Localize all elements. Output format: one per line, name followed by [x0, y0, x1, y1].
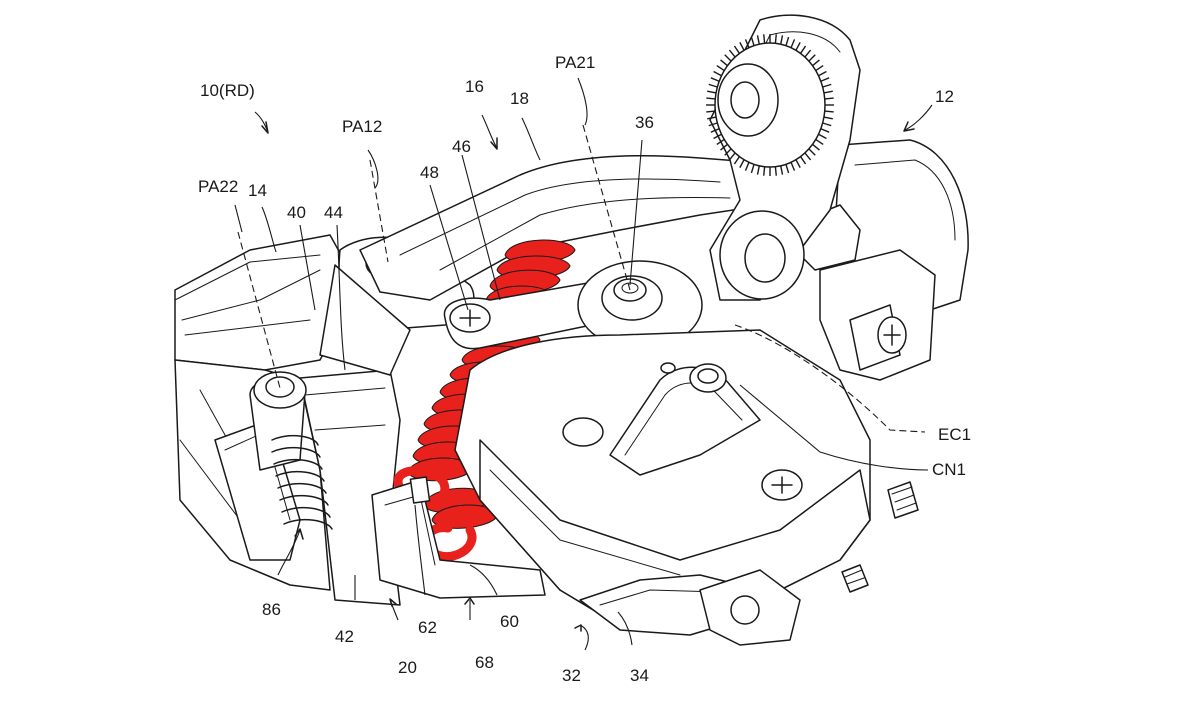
label-20: 20 [398, 658, 417, 677]
label-pa12: PA12 [342, 117, 382, 136]
label-46: 46 [452, 137, 471, 156]
label-68: 68 [475, 653, 494, 672]
label-48: 48 [420, 163, 439, 182]
gear-tooth [775, 34, 776, 43]
label-cn1: CN1 [932, 460, 966, 479]
gear-tooth [734, 46, 739, 53]
gear-tooth [707, 91, 716, 93]
label-pa21: PA21 [555, 53, 595, 72]
gear-tooth [706, 111, 715, 112]
label-16: 16 [465, 77, 484, 96]
gear-tooth [717, 66, 724, 71]
label-44: 44 [324, 203, 343, 222]
label-18: 18 [510, 89, 529, 108]
gear-tooth [729, 50, 735, 57]
label-32: 32 [562, 666, 581, 685]
label-pa22: PA22 [198, 177, 238, 196]
label-12: 12 [935, 87, 954, 106]
gear-tooth [709, 84, 718, 87]
gear-tooth [764, 167, 765, 176]
label-62: 62 [418, 618, 437, 637]
label-60: 60 [500, 612, 519, 631]
gear-tooth [721, 60, 728, 66]
gear-tooth [706, 98, 715, 99]
label-40: 40 [287, 203, 306, 222]
gear-tooth [725, 55, 731, 61]
label-36: 36 [635, 113, 654, 132]
pin-pa22 [250, 372, 306, 470]
gear-tooth [714, 72, 722, 76]
label-10rd: 10(RD) [200, 81, 255, 100]
gear-tooth [775, 167, 776, 176]
label-34: 34 [630, 666, 649, 685]
gear-tooth [740, 42, 744, 50]
gear-tooth [825, 98, 834, 99]
label-42: 42 [335, 627, 354, 646]
gear-tooth [711, 78, 719, 81]
label-14: 14 [248, 181, 267, 200]
gear-tooth [764, 34, 765, 43]
label-ec1: EC1 [938, 425, 971, 444]
label-86: 86 [262, 600, 281, 619]
gear-tooth [825, 111, 834, 112]
